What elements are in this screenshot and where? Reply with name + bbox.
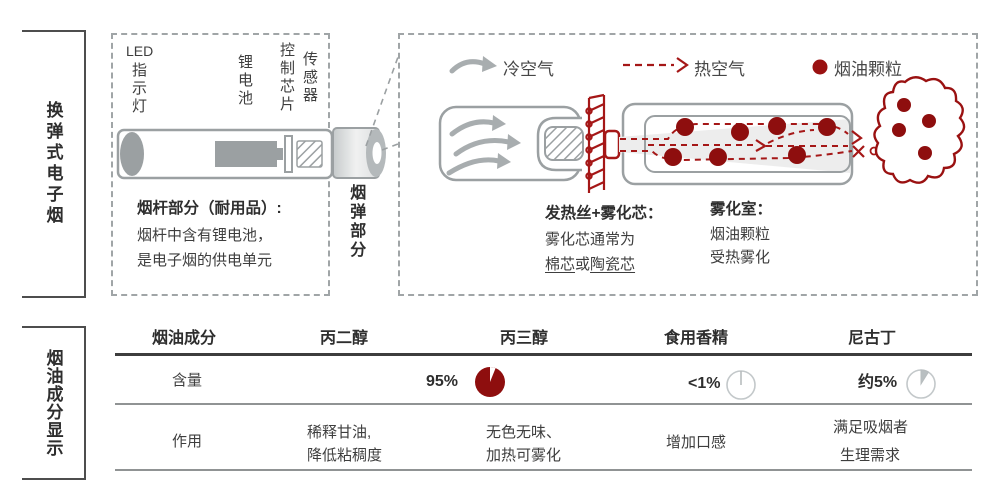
led-label-latin: LED xyxy=(126,43,154,59)
wick-type-cotton: 棉芯 xyxy=(545,256,576,273)
legend-cold-air: 冷空气 xyxy=(503,60,554,79)
function-pg-line1: 稀释甘油, xyxy=(307,424,372,441)
function-vg-line2: 加热可雾化 xyxy=(486,447,562,464)
callout-line xyxy=(365,56,399,147)
table-rule-middle xyxy=(115,403,972,405)
table-header-flavor: 食用香精 xyxy=(664,330,729,347)
stick-caption-line2: 是电子烟的供电单元 xyxy=(137,252,273,269)
table-header-component: 烟油成分 xyxy=(152,330,217,347)
legend-oil-particle: 烟油颗粒 xyxy=(834,60,902,79)
led-label: LED 指示灯 xyxy=(126,43,153,116)
function-nicotine-line2: 生理需求 xyxy=(840,447,901,464)
table-header-pg: 丙二醇 xyxy=(320,330,369,347)
table-header-nicotine: 尼古丁 xyxy=(848,330,897,347)
heater-caption-line2: 棉芯或陶瓷芯 xyxy=(545,256,635,274)
sensor-label: 传感器 xyxy=(301,51,318,105)
heater-caption-title: 发热丝+雾化芯： xyxy=(545,205,663,222)
led-label-cjk: 指示灯 xyxy=(130,61,147,116)
battery-label: 锂电池 xyxy=(236,54,253,108)
chamber-caption-title: 雾化室： xyxy=(710,201,773,218)
row-label-function: 作用 xyxy=(172,433,203,450)
heater-caption-line1: 雾化芯通常为 xyxy=(545,231,636,248)
pie-95pct xyxy=(475,367,505,397)
chamber-caption-line1: 烟油颗粒 xyxy=(710,226,771,243)
pie-5pct xyxy=(906,369,936,399)
function-pg-line2: 降低粘稠度 xyxy=(307,447,383,464)
row-label-content: 含量 xyxy=(172,372,203,389)
stick-caption-line1: 烟杆中含有锂电池， xyxy=(137,227,273,244)
function-flavor-text: 增加口感 xyxy=(666,434,727,451)
cartridge-shape xyxy=(332,56,399,179)
wick-or: 或 xyxy=(575,256,591,273)
top-section-title: 换弹式电子烟 xyxy=(43,101,63,227)
table-rule-header xyxy=(115,353,972,356)
value-pg-vg: 95% xyxy=(426,373,459,390)
function-vg-line1: 无色无味、 xyxy=(486,424,562,441)
bottom-section-bracket: 烟油成分显示 xyxy=(22,326,86,480)
value-flavor: <1% xyxy=(688,375,721,392)
legend-hot-air: 热空气 xyxy=(694,60,745,79)
cartridge-label: 烟弹部分 xyxy=(347,184,365,260)
bottom-section-title: 烟油成分显示 xyxy=(43,349,63,457)
function-nicotine-line1: 满足吸烟者 xyxy=(833,419,909,436)
stick-caption-title: 烟杆部分（耐用品）: xyxy=(137,200,282,217)
atomizer-dashed-box xyxy=(398,33,978,296)
chip-label: 控制芯片 xyxy=(278,42,295,114)
value-nicotine: 约5% xyxy=(858,374,898,391)
callout-line xyxy=(381,143,399,151)
top-section-bracket: 换弹式电子烟 xyxy=(22,30,86,298)
pie-1pct xyxy=(726,370,756,400)
wick-type-ceramic: 陶瓷芯 xyxy=(590,256,636,273)
table-header-vg: 丙三醇 xyxy=(500,330,549,347)
chamber-caption-line2: 受热雾化 xyxy=(710,249,771,266)
table-rule-bottom xyxy=(115,469,972,471)
